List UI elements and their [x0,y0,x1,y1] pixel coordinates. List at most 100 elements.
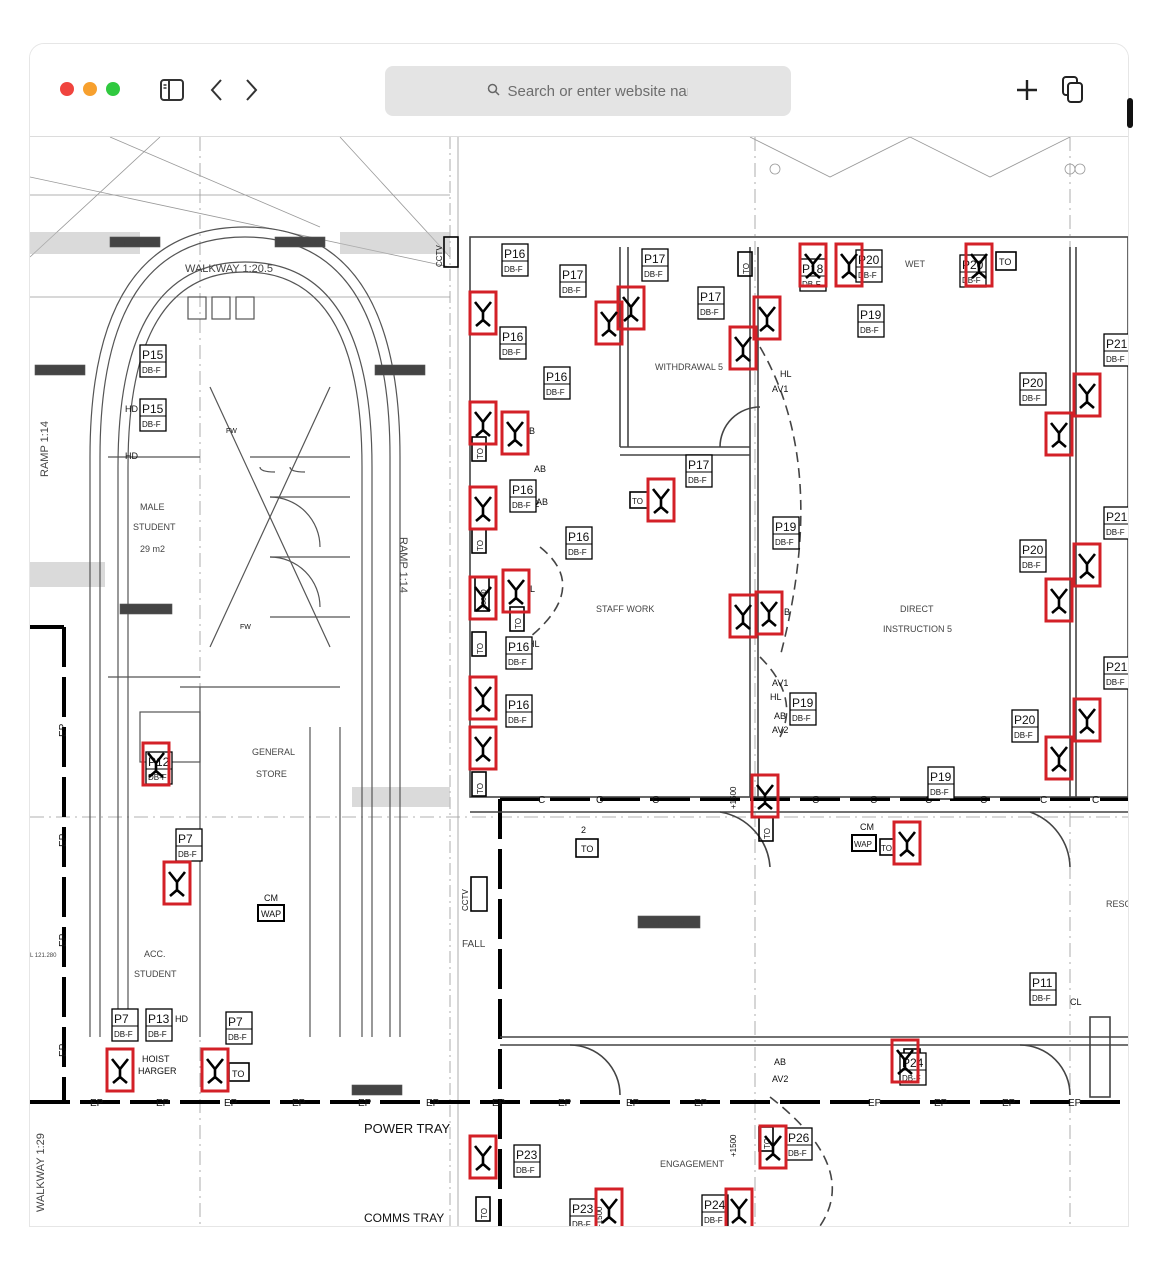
hd-label: HD [125,404,138,414]
panel-id: P17 [562,268,584,282]
male-area: 29 m2 [140,544,165,554]
ffl-tag: SFL 122.260 [650,921,685,927]
reso-label: RESO [1106,899,1128,909]
window-edge-handle [1127,98,1133,128]
panel-db: DB-F [142,420,161,429]
panel-db: DB-F [142,366,161,375]
ffl-tag: FFL 121.290 [128,608,162,614]
wap-label: WAP [854,840,872,849]
panel-id: P16 [508,698,530,712]
outlet-symbol [758,1124,788,1170]
floor-plan-viewport[interactable]: WALKWAY 1:20.5 RAMP 1:14 RAMP 1:14 MALE … [30,137,1128,1226]
outlet-symbol [162,860,192,906]
male-label: MALE [140,502,165,512]
plus-1500-label: +1500 [729,1134,738,1157]
outlet-symbol [468,725,498,771]
close-window-button[interactable] [60,82,74,96]
panel-id: P7 [228,1015,243,1029]
panel-id: P19 [792,696,814,710]
minimize-window-button[interactable] [83,82,97,96]
line-code-ep: EP [694,1098,708,1109]
panel-id: P21 [1106,660,1128,674]
line-code-ep: EP [58,833,69,847]
outlet-symbol [798,242,828,288]
outlet-label: TO [232,1069,244,1079]
fw-label: FW [226,428,237,435]
plus-1500-label: +1500 [729,786,738,809]
panel-db: DB-F [572,1220,591,1226]
panel-db: DB-F [568,548,587,557]
ab-label: AB [536,497,548,507]
cm-label: CM [860,822,874,832]
outlet-symbol [892,820,922,866]
panel-db: DB-F [1032,994,1051,1003]
outlet-symbol [728,325,758,371]
panel-db: DB-F [504,265,523,274]
outlet-symbol [890,1038,920,1084]
browser-window: WALKWAY 1:20.5 RAMP 1:14 RAMP 1:14 MALE … [30,44,1128,1226]
panel-db: DB-F [962,276,981,285]
outlet-symbol [594,1187,624,1226]
male-label-2: STUDENT [133,522,176,532]
tabs-overview-icon[interactable] [1058,74,1088,106]
panel-db: DB-F [1022,394,1041,403]
plus-icon[interactable] [1012,74,1042,106]
qty-label: 2 [581,825,586,835]
panel-db: DB-F [688,476,707,485]
outlet-symbol [501,568,531,614]
panel-db: DB-F [788,1149,807,1158]
panel-id: P16 [568,530,590,544]
panel-db: DB-F [546,388,565,397]
line-code-c: C [652,795,659,806]
av2-label: AV2 [772,725,788,735]
line-code-ep: EP [626,1098,640,1109]
panel-db: DB-F [508,716,527,725]
panel-db: DB-F [902,1074,921,1083]
zoom-window-button[interactable] [106,82,120,96]
panel-id: P16 [502,330,524,344]
panel-id: P20 [1022,543,1044,557]
outlet-symbol [468,290,498,336]
line-code-ep: EP [292,1098,306,1109]
line-code-ep: EP [868,1098,882,1109]
sidebar-icon[interactable] [158,74,186,106]
outlet-symbol [728,593,758,639]
chevron-left-icon[interactable] [206,74,228,106]
highlighted-outlets [105,242,1102,1226]
address-bar[interactable] [385,66,791,116]
address-input[interactable] [505,81,690,101]
outlet-label: TO [476,448,485,459]
panel-db: DB-F [860,326,879,335]
panel-db: DB-F [114,1030,133,1039]
panel-db: DB-F [178,850,197,859]
panel-db: DB-F [1106,678,1125,687]
panel-id: P26 [788,1131,810,1145]
panel-db: DB-F [228,1033,247,1042]
ffl-tag: FFL 121.555 [42,369,76,375]
hl-label: HL [780,369,792,379]
outlet-label: TO [999,257,1011,267]
outlet-label: TO [476,643,485,654]
line-code-c: C [1092,795,1099,806]
line-code-ep: EP [358,1098,372,1109]
outlet-symbol [468,575,498,621]
panel-id: P23 [516,1148,538,1162]
chevron-right-icon[interactable] [240,74,262,106]
line-code-ep: EP [156,1098,170,1109]
ab-label: AB [774,1057,786,1067]
